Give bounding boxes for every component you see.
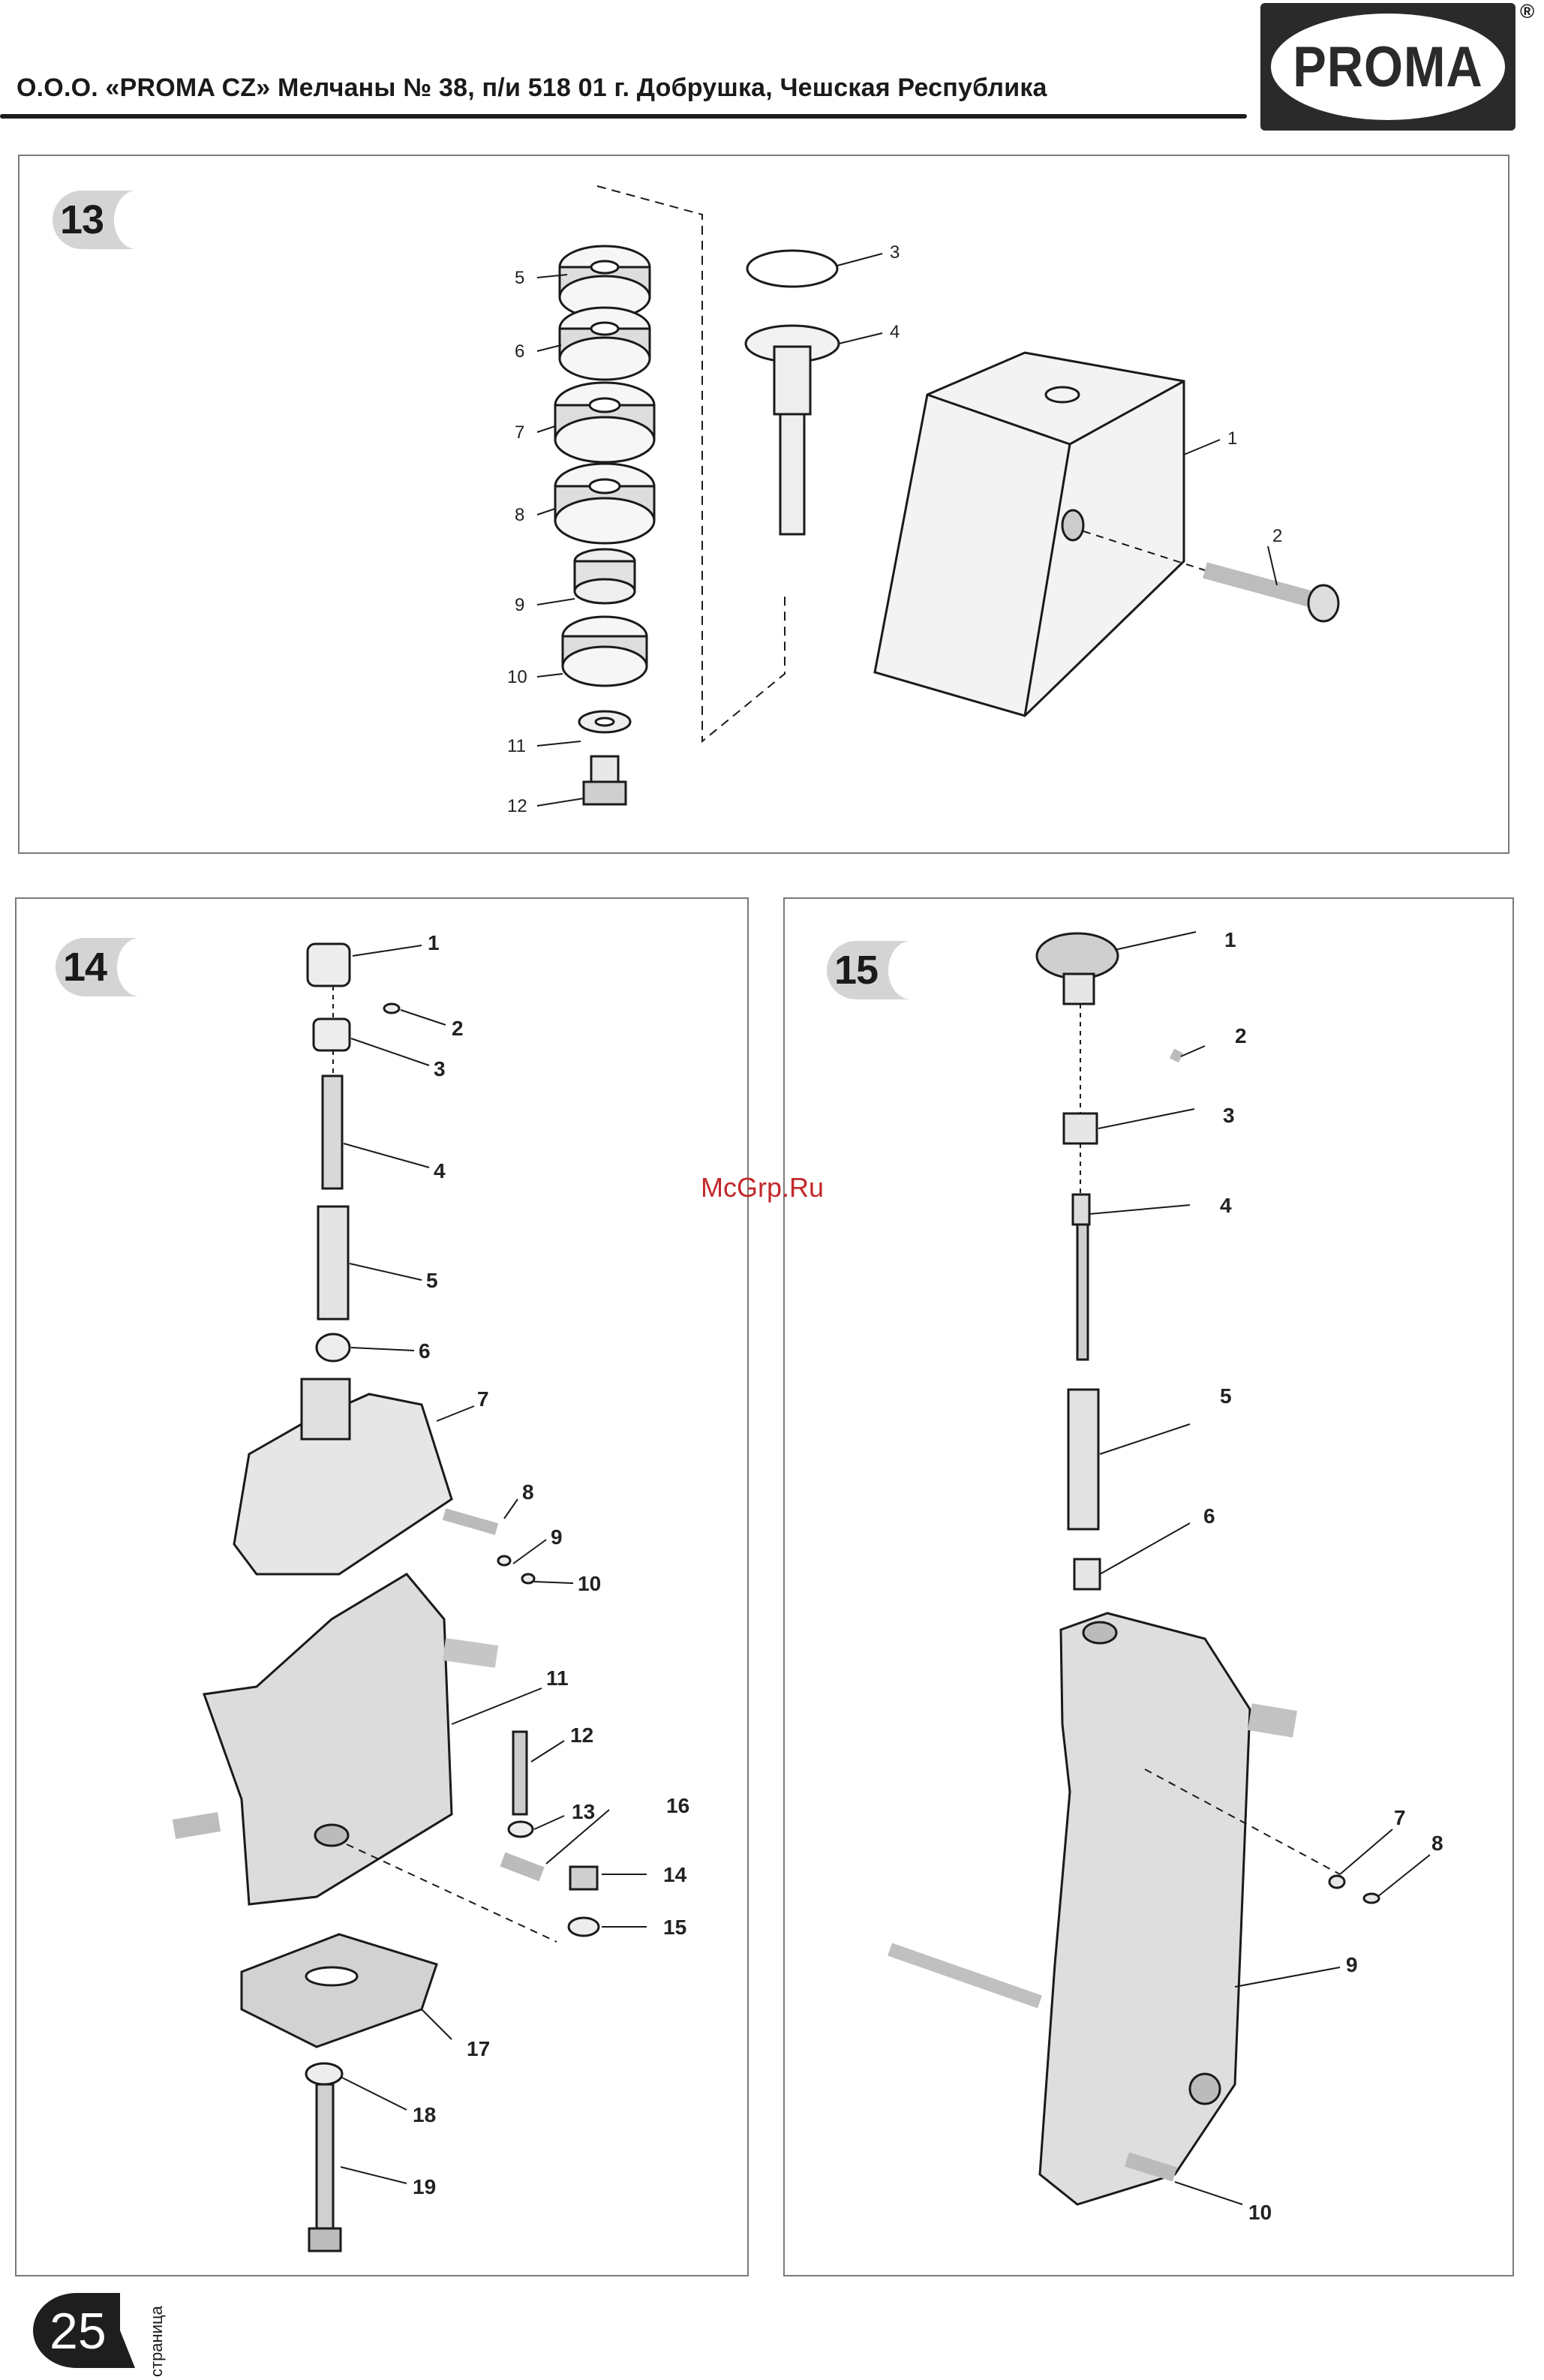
gear-10 xyxy=(563,617,647,686)
gear-7 xyxy=(555,383,654,462)
page-word-label: страница xyxy=(147,2306,167,2377)
fig14-callout-7: 7 xyxy=(477,1387,489,1411)
fig13-callout-8: 8 xyxy=(515,505,524,525)
gear-6 xyxy=(560,308,650,380)
fig15-callout-10: 10 xyxy=(1248,2201,1272,2224)
screw-12 xyxy=(584,756,626,804)
fig13-callout-10: 10 xyxy=(507,667,527,687)
fig14-callout-19: 19 xyxy=(413,2175,436,2198)
figure-14-panel: 14 xyxy=(15,897,749,2276)
fig15-callout-4: 4 xyxy=(1220,1194,1232,1217)
logo-oval: PROMA xyxy=(1271,14,1505,120)
fig14-callout-10: 10 xyxy=(578,1572,601,1595)
fig13-callout-12: 12 xyxy=(507,796,527,816)
fig14-callout-15: 15 xyxy=(663,1916,686,1939)
fig15-callout-5: 5 xyxy=(1220,1384,1232,1408)
fig13-callout-7: 7 xyxy=(515,422,524,443)
fig13-callout-6: 6 xyxy=(515,341,524,362)
fig14-callout-9: 9 xyxy=(551,1525,563,1549)
figure-15-drawing: 1 2 3 4 5 6 7 8 9 10 xyxy=(785,899,1515,2278)
fig14-callout-11: 11 xyxy=(546,1666,569,1690)
fig15-callout-6: 6 xyxy=(1203,1504,1215,1528)
fig13-callout-2: 2 xyxy=(1272,526,1282,546)
fig15-callout-8: 8 xyxy=(1431,1832,1443,1855)
fig14-callout-8: 8 xyxy=(522,1480,534,1504)
figure-14-drawing: 1 2 3 4 5 6 7 8 9 10 11 12 13 16 14 15 1… xyxy=(17,899,750,2278)
fig14-callout-6: 6 xyxy=(419,1339,431,1363)
fig13-callout-11: 11 xyxy=(507,736,526,756)
figure-15-panel: 15 xyxy=(783,897,1514,2276)
header-divider xyxy=(0,114,1247,119)
fig14-callout-1: 1 xyxy=(428,931,440,954)
fig14-callout-13: 13 xyxy=(572,1800,595,1823)
registered-mark: ® xyxy=(1520,0,1534,23)
fig14-callout-2: 2 xyxy=(452,1017,464,1040)
page-number-badge: 25 xyxy=(33,2293,138,2368)
fig14-callout-4: 4 xyxy=(434,1159,446,1182)
fig15-callout-1: 1 xyxy=(1224,928,1236,951)
washer-11 xyxy=(579,711,630,732)
bushing-9 xyxy=(575,549,635,603)
fig13-callout-1: 1 xyxy=(1227,428,1237,449)
fig14-callout-17: 17 xyxy=(467,2037,490,2060)
fig13-callout-3: 3 xyxy=(890,242,900,263)
figure-13-panel: 13 xyxy=(18,155,1509,854)
fig15-callout-7: 7 xyxy=(1394,1806,1406,1829)
fig14-callout-12: 12 xyxy=(570,1723,593,1747)
logo-text: PROMA xyxy=(1293,35,1482,100)
fig14-callout-14: 14 xyxy=(663,1863,687,1886)
fig15-callout-2: 2 xyxy=(1235,1024,1247,1047)
fig14-callout-18: 18 xyxy=(413,2103,436,2126)
fig13-callout-5: 5 xyxy=(515,268,524,288)
fig14-callout-3: 3 xyxy=(434,1057,446,1080)
fig13-callout-9: 9 xyxy=(515,595,524,615)
watermark-text: McGrp.Ru xyxy=(701,1172,824,1204)
fig15-callout-9: 9 xyxy=(1346,1953,1358,1976)
gear-8 xyxy=(555,464,654,543)
proma-logo: PROMA xyxy=(1260,3,1515,131)
page-number: 25 xyxy=(50,2302,107,2360)
fig13-callout-4: 4 xyxy=(890,322,900,342)
company-address-line: О.О.О. «PROMA CZ» Мелчаны № 38, п/и 518 … xyxy=(17,74,1247,103)
fig14-callout-5: 5 xyxy=(426,1269,438,1292)
fig15-callout-3: 3 xyxy=(1223,1104,1235,1127)
fig14-callout-16: 16 xyxy=(666,1794,689,1817)
figure-13-drawing: 5 6 7 8 9 10 11 12 3 4 1 2 xyxy=(20,156,1511,855)
